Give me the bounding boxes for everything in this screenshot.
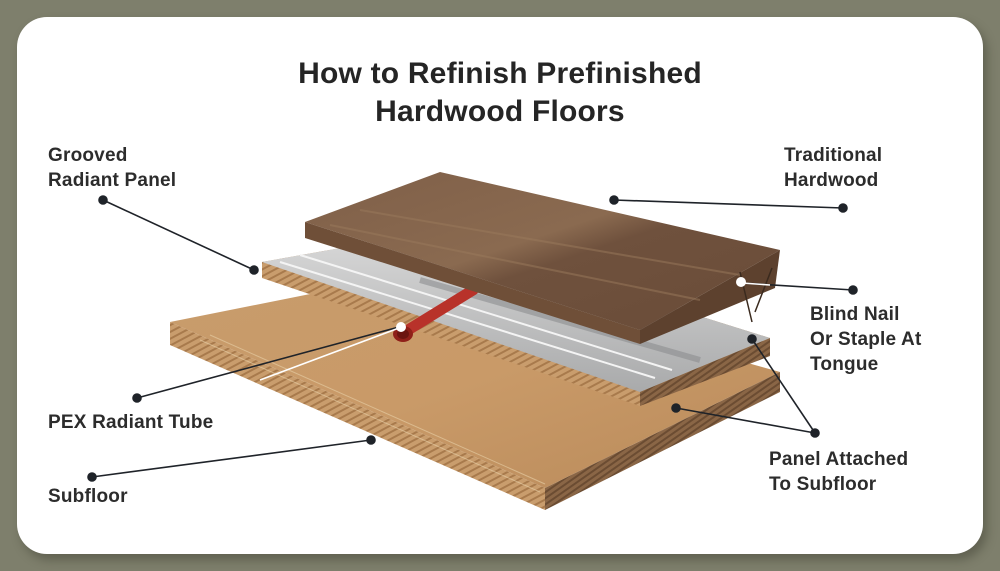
infographic-card: How to Refinish Prefinished Hardwood Flo… <box>17 17 983 554</box>
hardwood-plank <box>305 172 780 344</box>
subfloor-layer <box>170 272 780 510</box>
label-subfloor: Subfloor <box>48 486 128 507</box>
pex-marker <box>396 322 406 332</box>
leader-lines <box>87 195 858 482</box>
label-panel-attached: Panel Attached To Subfloor <box>769 449 909 495</box>
label-grooved-radiant-panel: Grooved Radiant Panel <box>48 145 177 191</box>
label-blind-nail: Blind Nail Or Staple At Tongue <box>810 304 922 375</box>
page-title: How to Refinish Prefinished Hardwood Flo… <box>298 57 702 128</box>
blind-nail-marker <box>736 277 746 287</box>
label-pex-radiant-tube: PEX Radiant Tube <box>48 412 214 433</box>
floor-cross-section-illustration <box>87 172 858 510</box>
label-traditional-hardwood: Traditional Hardwood <box>784 145 883 191</box>
